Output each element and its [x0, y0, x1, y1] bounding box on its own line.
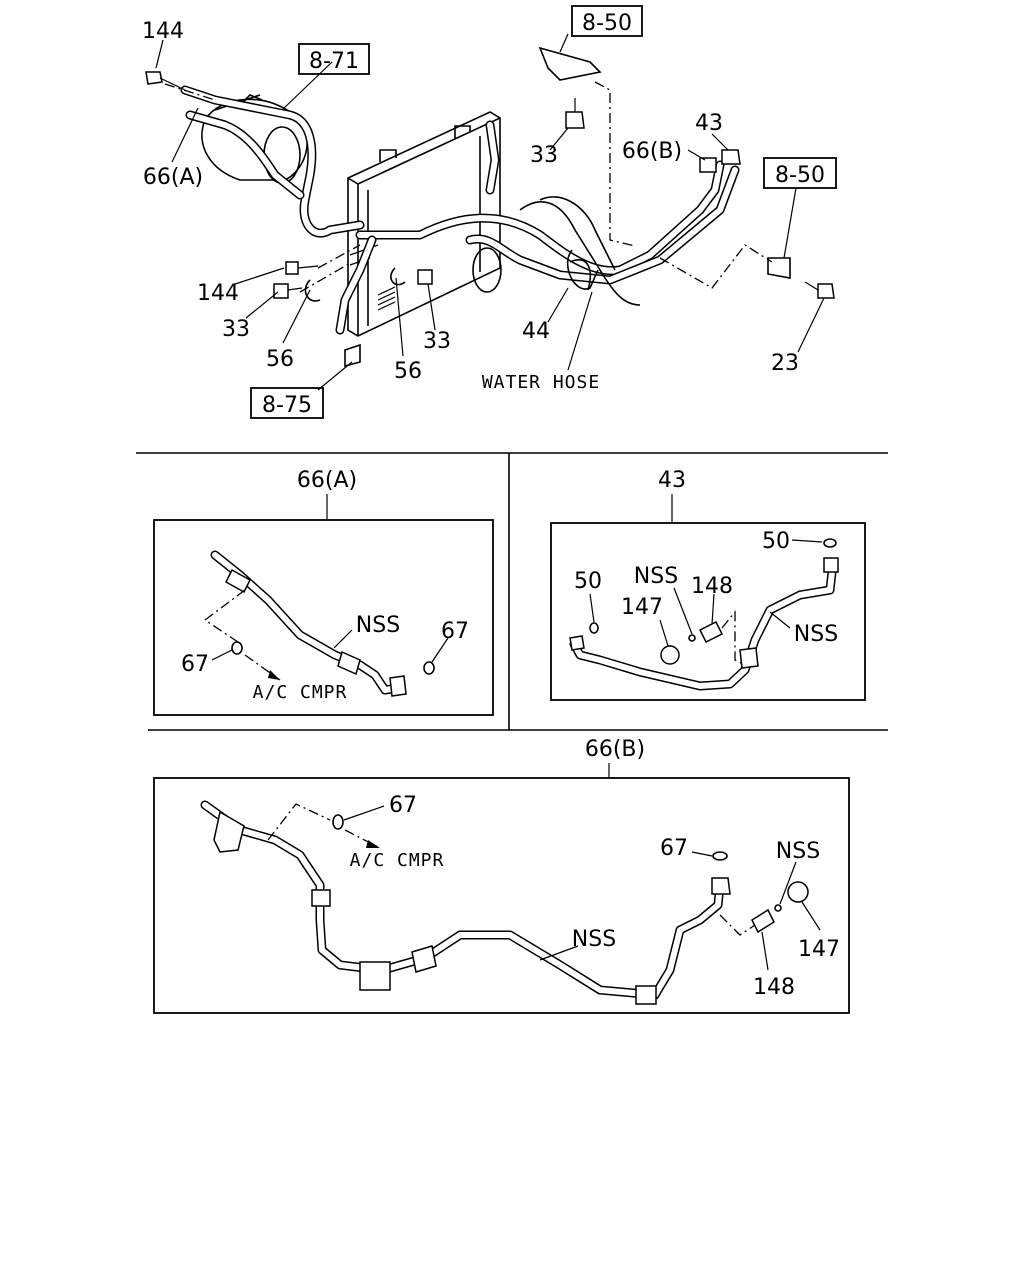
detail-43-nss-top: NSS [634, 564, 678, 589]
detail-66a-title: 66(A) [297, 468, 357, 493]
bolt-23 [804, 281, 835, 299]
fitting-43-left [569, 635, 585, 651]
section-dividers [136, 452, 888, 731]
callout-23: 23 [771, 351, 799, 376]
cap-147-43 [660, 645, 680, 665]
hose-66b-upper [200, 800, 725, 1000]
ref-box-875 [250, 387, 324, 419]
detail-66b-ac-cmpr: A/C CMPR [350, 850, 445, 871]
detail-43: 43 50 NSS 148 147 50 NSS [550, 468, 866, 701]
detail-66a-frame [153, 519, 494, 716]
fitting-43-right [823, 557, 839, 573]
callout-33-mid: 33 [423, 329, 451, 354]
ref-850-right-label: 8-50 [775, 163, 825, 188]
oring-67-right-b [712, 851, 728, 861]
detail-43-50-right: 50 [762, 529, 790, 554]
callout-33-top: 33 [530, 143, 558, 168]
detail-66a-67-right: 67 [441, 619, 469, 644]
water-hose [519, 196, 641, 306]
arrow-ac-cmpr-b [366, 840, 380, 848]
oring-50-right [823, 538, 837, 548]
bracket-875 [344, 343, 361, 368]
overview-hoses [180, 85, 740, 335]
ref-871-label: 8-71 [309, 49, 359, 74]
callout-144-top: 144 [142, 19, 184, 44]
detail-66a-ac-cmpr: A/C CMPR [253, 682, 348, 703]
detail-43-title: 43 [658, 468, 686, 493]
bolt-144-top [145, 71, 186, 91]
detail-66b-147: 147 [798, 937, 840, 962]
valve-148-66b [751, 908, 775, 934]
detail-66b-frame [153, 777, 850, 1014]
ref-box-850-right [763, 157, 837, 189]
clamp-44 [566, 249, 599, 290]
callout-56-mid: 56 [394, 359, 422, 384]
bolt-33-top [565, 98, 585, 129]
ref-875-label: 8-75 [262, 393, 312, 418]
overview-drawing: 8-71 8-50 8-50 8-75 144 66(A) 144 33 56 … [142, 5, 837, 419]
bolt-144-mid [285, 261, 319, 275]
fitting-66b-sleeve-2 [411, 945, 437, 973]
ref-box-850-top [571, 5, 643, 37]
fitting-66b-right [711, 877, 731, 895]
detail-43-50-left: 50 [574, 569, 602, 594]
detail-66b-67-top: 67 [389, 793, 417, 818]
clip-56-mid [390, 267, 406, 286]
overview-dash-lines [164, 81, 773, 293]
oring-67-left [231, 641, 243, 655]
fitting-66a-mid [337, 650, 361, 676]
oring-67-top [332, 814, 344, 830]
arrow-ac-cmpr-a [268, 670, 280, 680]
clip-56-left [304, 279, 321, 302]
condenser-core [347, 111, 501, 337]
water-hose-label: WATER HOSE [482, 372, 600, 393]
ref-850-top-label: 8-50 [582, 11, 632, 36]
core-nss-66b [774, 904, 782, 912]
detail-43-nss-right: NSS [794, 622, 838, 647]
detail-66b-nss-right: NSS [776, 839, 820, 864]
detail-66b-nss-mid: NSS [572, 927, 616, 952]
bolt-33-mid [417, 269, 433, 285]
detail-66b: 66(B) 67 A/C CMPR 67 NSS NSS 147 148 [153, 737, 850, 1014]
fitting-66b-left [213, 810, 245, 853]
detail-66b-67-right: 67 [660, 836, 688, 861]
cap-147-66b [787, 881, 809, 903]
accumulator [472, 247, 502, 293]
service-port-43 [739, 647, 759, 669]
fitting-66b-sleeve-3 [635, 985, 657, 1005]
ref-box-871 [298, 43, 370, 75]
detail-43-147: 147 [621, 595, 663, 620]
detail-43-148: 148 [691, 574, 733, 599]
fitting-66a-right [389, 675, 407, 697]
bracket-66b [359, 961, 391, 991]
fitting-66b-sleeve-1 [311, 889, 331, 907]
bracket-850-right [767, 257, 791, 279]
core-nss-43 [688, 634, 696, 642]
overview-leaders [155, 33, 825, 391]
oring-67-right [423, 661, 435, 675]
bracket-850-top [538, 46, 602, 81]
callout-66b: 66(B) [622, 139, 682, 164]
callout-56-left: 56 [266, 347, 294, 372]
fitting-66a-left [225, 568, 251, 594]
detail-66b-title: 66(B) [585, 737, 645, 762]
detail-66a-nss: NSS [356, 613, 400, 638]
detail-66b-148: 148 [753, 975, 795, 1000]
callout-33-left: 33 [222, 317, 250, 342]
valve-148-43 [698, 620, 724, 644]
detail-66a: 66(A) NSS 67 67 A/C CMPR [153, 468, 494, 716]
bolt-33-left [273, 283, 303, 299]
callout-66a: 66(A) [143, 165, 203, 190]
oring-50-left [589, 622, 599, 634]
callout-44: 44 [522, 319, 550, 344]
callout-43: 43 [695, 111, 723, 136]
detail-66a-67-left: 67 [181, 652, 209, 677]
detail-43-frame [550, 522, 866, 701]
nut-43 [699, 149, 741, 173]
callout-144-mid: 144 [197, 281, 239, 306]
